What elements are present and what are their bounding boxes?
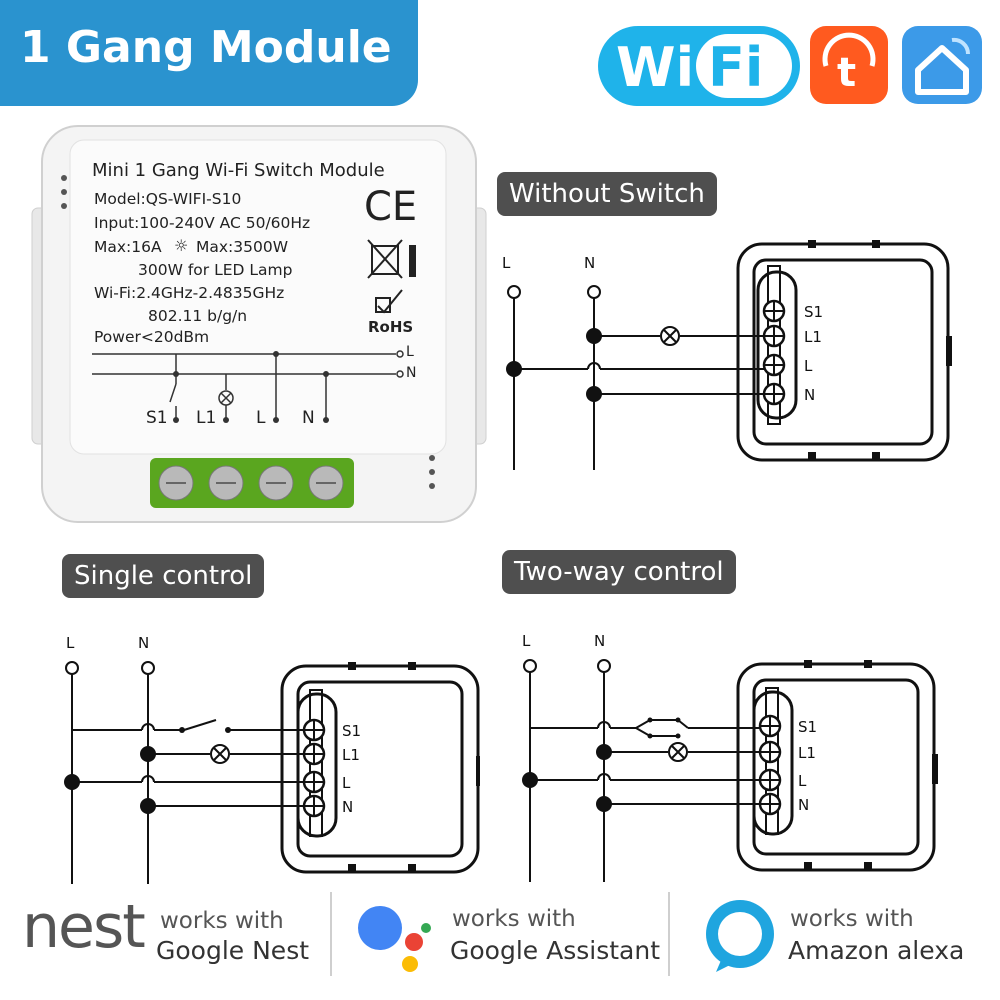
wifi-right-text: Fi [708,36,763,99]
sc-feed-l: L [66,634,75,652]
module-wifi-std: 802.11 b/g/n [148,307,248,325]
ws-label-n: N [804,386,815,404]
assistant-name: Google Assistant [450,936,660,965]
rohs-check-icon [375,289,403,314]
ws-label-l1: L1 [804,328,822,346]
module-line-n: N [406,365,417,381]
title-banner: 1 Gang Module [0,0,418,106]
tw-label-l1: L1 [798,744,816,762]
module-led: 300W for LED Lamp [138,261,293,279]
weee-bin-icon [367,239,416,279]
footer-divider-2 [668,892,670,976]
sc-label-l1: L1 [342,746,360,764]
ws-feed-l: L [502,254,511,272]
nest-name: Google Nest [156,936,310,965]
sc-label-l: L [342,774,351,792]
module-body: CE RoHS [31,125,487,523]
tw-label-n: N [798,796,809,814]
module-label-schematic [92,350,404,418]
tuya-letter: t [837,50,856,96]
sc-label-n: N [342,798,353,816]
module-terminal-s1: S1 [146,408,168,428]
bulb-icon: ☼ [174,236,189,255]
ws-feed-n: N [584,254,595,272]
footer-divider-1 [330,892,332,976]
ws-label-s1: S1 [804,303,823,321]
google-assistant-icon [358,906,431,972]
rohs-mark: RoHS [368,318,413,336]
page-title: 1 Gang Module [20,22,392,73]
module-power: Power<20dBm [94,328,210,346]
module-terminal-l1: L1 [196,408,217,428]
single-control-diagram: L N S1 L1 L N [64,634,480,884]
tw-feed-l: L [522,632,531,650]
sc-feed-n: N [138,634,149,652]
module-terminal-block [150,458,354,508]
nest-works-with: works with [160,908,284,934]
module-max-current: Max:16A [94,238,162,256]
tw-feed-n: N [594,632,605,650]
module-input: Input:100-240V AC 50/60Hz [94,214,311,232]
without-switch-diagram: L N S1 L1 L N [502,240,952,470]
ce-mark: CE [364,184,417,230]
alexa-icon [706,900,774,972]
sc-label-s1: S1 [342,722,361,740]
alexa-name: Amazon alexa [788,936,965,965]
module-terminal-n: N [302,408,315,428]
module-line-l: L [406,344,414,360]
wifi-badge-icon: Wi Fi [598,26,800,106]
smart-home-app-icon [902,26,982,104]
module-heading: Mini 1 Gang Wi-Fi Switch Module [92,160,385,181]
two-way-control-title: Two-way control [502,550,736,594]
tw-label-s1: S1 [798,718,817,736]
tw-label-l: L [798,772,807,790]
ws-label-l: L [804,357,813,375]
nest-logo-text: nest [22,892,146,962]
wifi-left-text: Wi [616,36,694,99]
module-model: Model:QS-WIFI-S10 [94,190,242,208]
alexa-works-with: works with [790,906,914,932]
module-terminal-l: L [256,408,266,428]
brand-logos: Wi Fi t [598,26,982,106]
tuya-app-icon: t [810,26,888,104]
module-product-photo: CE RoHS Mini 1 Gang Wi-Fi Switch Module … [30,122,490,532]
module-max-power: Max:3500W [196,238,289,256]
module-wifi: Wi-Fi:2.4GHz-2.4835GHz [94,284,285,302]
without-switch-title: Without Switch [497,172,717,216]
without-switch-terminals [762,299,786,406]
assistant-works-with: works with [452,906,576,932]
two-way-control-diagram: L N S1 L1 L N [522,632,938,882]
single-control-title: Single control [62,554,265,598]
